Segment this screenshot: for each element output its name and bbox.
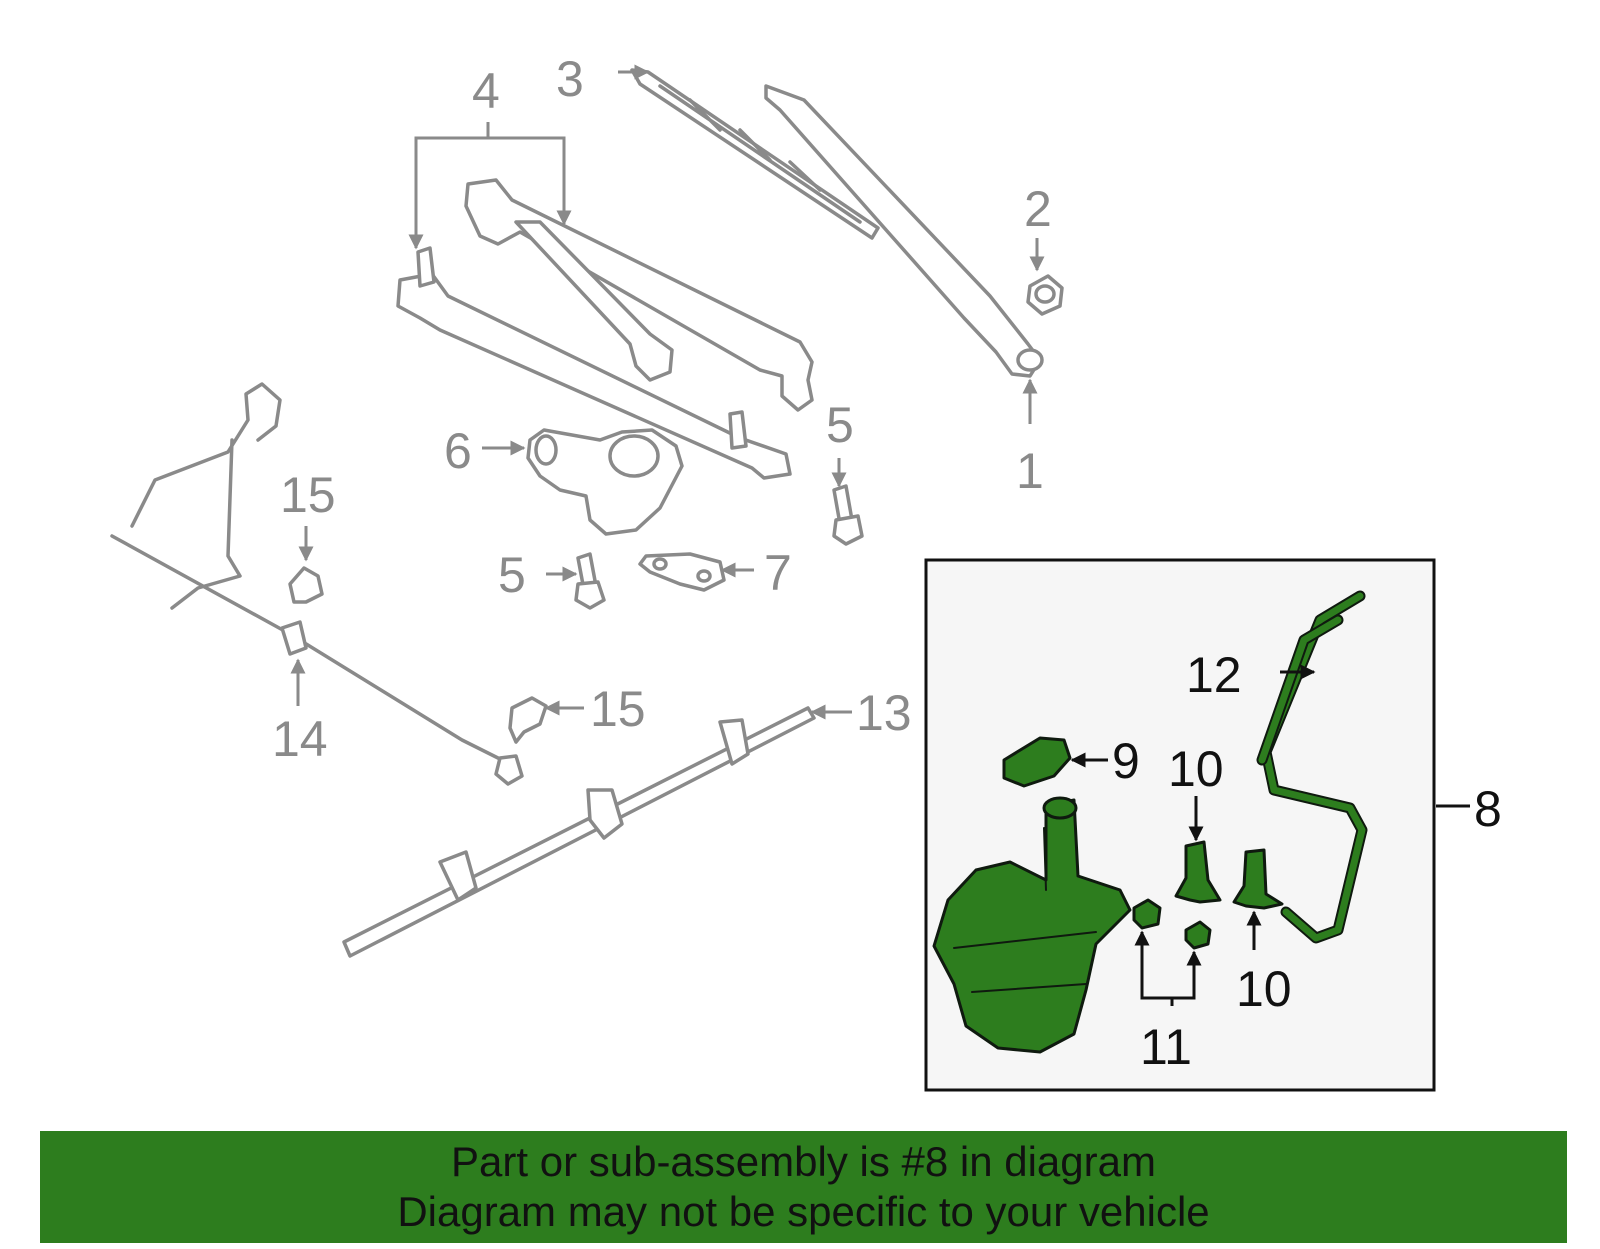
callout-1: 1	[1016, 443, 1044, 499]
grommet-left	[1132, 898, 1162, 930]
callout-5-lower: 5	[498, 547, 526, 603]
black-leaders	[1070, 664, 1470, 1006]
wiper-arm	[764, 84, 1044, 378]
washer-nozzle-lower	[508, 696, 548, 744]
bolt-lower	[574, 552, 606, 610]
cowl-tube	[342, 706, 816, 958]
bolt-upper	[832, 484, 864, 546]
callout-3: 3	[556, 51, 584, 107]
callout-11: 11	[1140, 1019, 1192, 1075]
callout-14: 14	[272, 711, 328, 767]
callout-15-lower: 15	[590, 681, 646, 737]
callout-4: 4	[472, 63, 500, 119]
washer-hose-green	[1256, 590, 1368, 944]
callout-12: 12	[1186, 647, 1242, 703]
grommet-right	[1184, 920, 1212, 950]
washer-hose	[110, 382, 524, 786]
callout-10-upper: 10	[1168, 741, 1224, 797]
callout-8: 8	[1474, 781, 1502, 837]
washer-reservoir	[932, 796, 1132, 1054]
washer-pump-right	[1232, 848, 1284, 910]
wiper-motor	[526, 428, 684, 536]
info-banner: Part or sub-assembly is #8 in diagram Di…	[40, 1131, 1567, 1243]
banner-line-1: Part or sub-assembly is #8 in diagram	[451, 1138, 1156, 1185]
callout-15-upper: 15	[280, 467, 336, 523]
washer-pump-left	[1174, 840, 1222, 904]
washer-nozzle-upper	[288, 566, 324, 604]
callout-5-upper: 5	[826, 397, 854, 453]
callout-9: 9	[1112, 733, 1140, 789]
banner-line-2: Diagram may not be specific to your vehi…	[397, 1188, 1210, 1235]
reservoir-cap	[1002, 736, 1072, 788]
nut	[1026, 274, 1064, 316]
callout-7: 7	[764, 545, 792, 601]
gray-leaders	[290, 64, 1045, 720]
callout-13: 13	[856, 685, 912, 741]
bracket	[638, 552, 726, 592]
callout-6: 6	[444, 423, 472, 479]
wiper-linkage	[396, 178, 814, 480]
callout-10-lower: 10	[1236, 961, 1292, 1017]
callout-2: 2	[1024, 181, 1052, 237]
